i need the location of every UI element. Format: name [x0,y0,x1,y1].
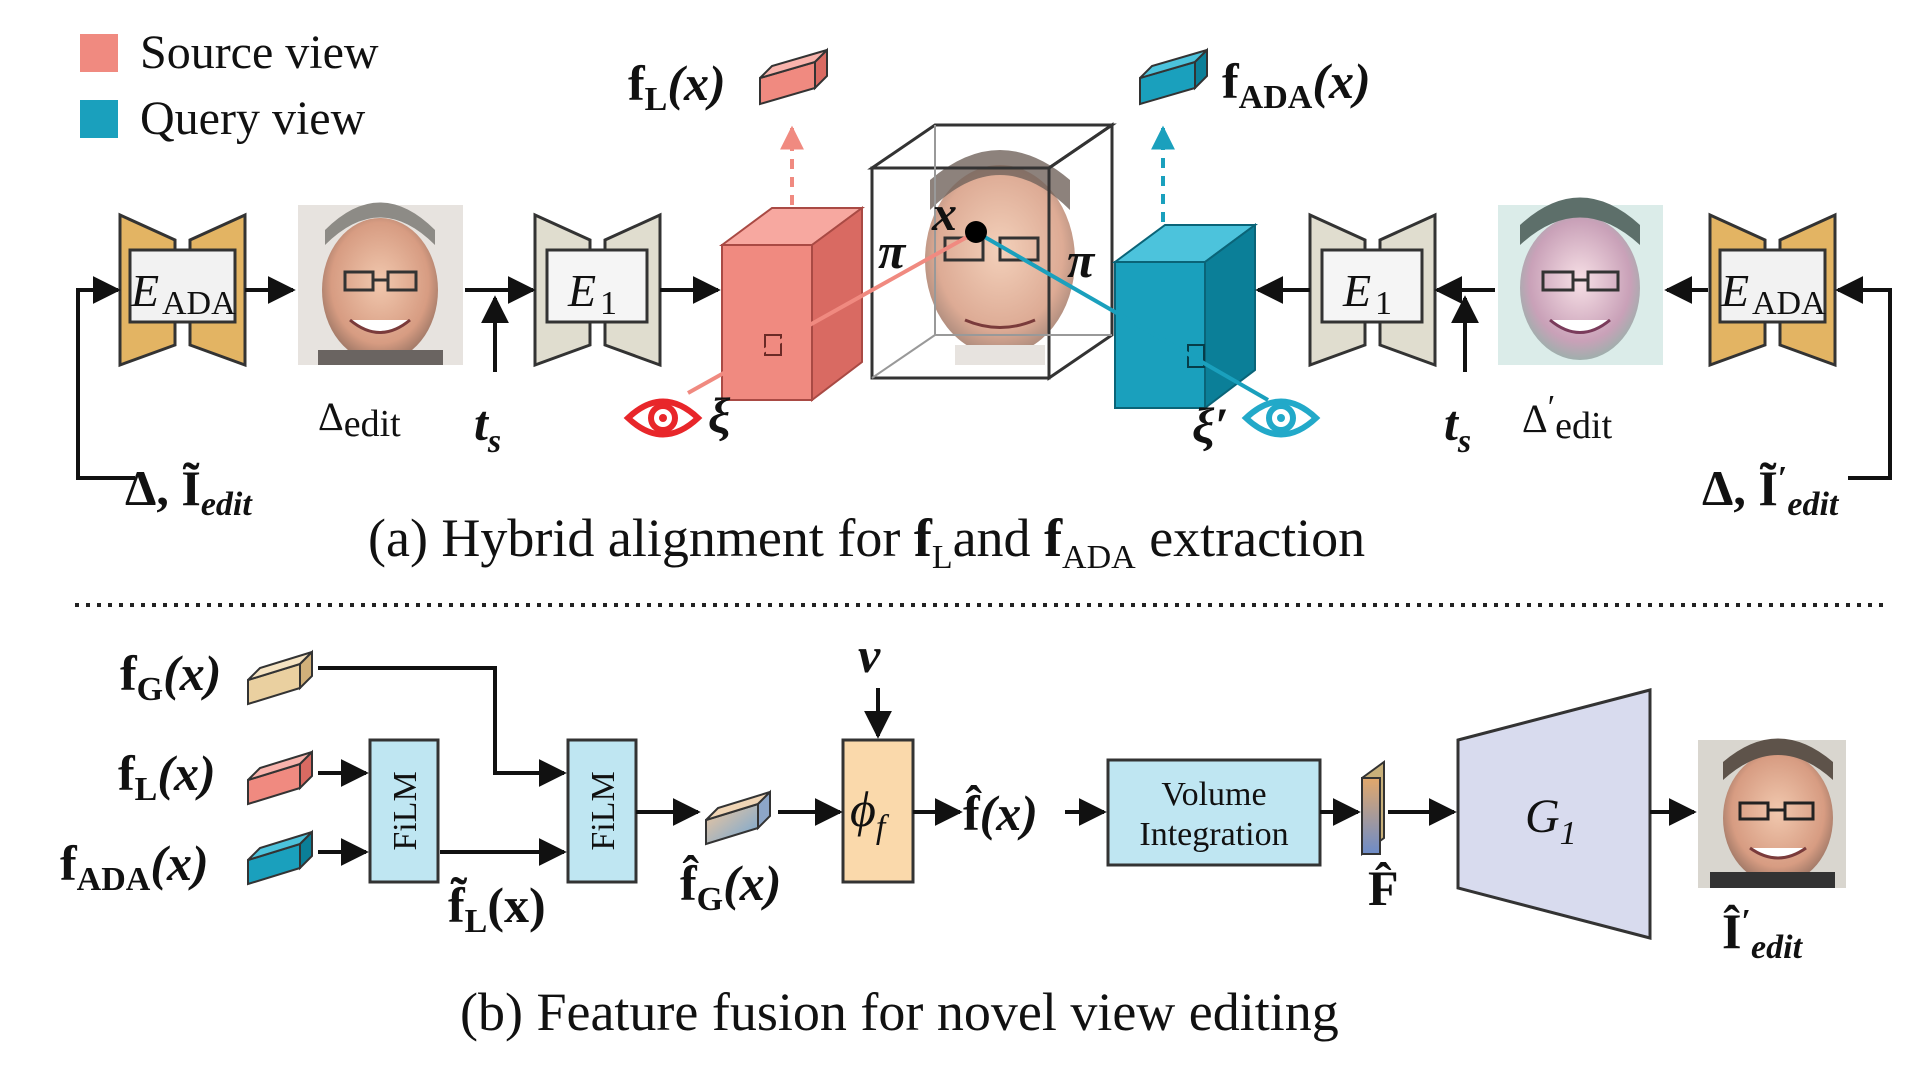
encoder-ada-left: E ADA [118,212,247,368]
fada-feature-token [1139,47,1208,106]
film-block-1: FiLM [368,738,440,884]
source-ray [687,230,977,395]
output-label: Î′edit [1722,903,1804,966]
encoder-ada-right-base: E [1720,265,1749,316]
encoder-1-right-base: E [1342,265,1371,316]
query-eye-icon [1241,398,1321,438]
sample-point-label: x [931,185,957,241]
encoder-ada-left-base: E [130,265,159,316]
fada-input-feature-token [247,829,313,886]
phi-mlp-block: ϕf [841,738,915,884]
bottom-fl-label: fL(x) [118,745,216,808]
caption-b: (b) Feature fusion for novel view editin… [460,982,1339,1042]
pi-right-label: π [1067,232,1096,288]
generator-block: G1 [1456,688,1652,940]
input-left-label: Δ, Ĩedit [125,460,253,523]
delta-edit-prime-image [1498,197,1663,365]
query-feature-volume [1111,223,1259,411]
film-block-2-label: FiLM [585,771,622,850]
source-eye-icon [623,398,703,438]
f-hat-plane-label: F̂ [1368,860,1399,916]
legend-query-label: Query view [140,92,366,145]
xi-prime-label: ξ′ [1192,397,1229,453]
ts-right-label: ts [1444,395,1471,460]
top-fada-label: fADA(x) [1222,53,1371,116]
bottom-connectors [318,666,1697,866]
fl-feature-token [759,47,828,106]
volume-integration-block: Volume Integration [1106,758,1322,867]
delta-edit-label: Δedit [318,394,401,445]
fl-input-feature-token [247,749,313,806]
feature-plane [1361,760,1385,856]
encoder-ada-right: E ADA [1708,212,1837,368]
xi-label: ξ [708,387,731,443]
encoder-1-left-base: E [567,265,596,316]
source-feature-volume [718,206,866,403]
top-connectors [76,276,1892,480]
pi-left-label: π [878,223,907,279]
legend-query-swatch [80,100,118,138]
top-fl-label: fL(x) [628,55,726,118]
delta-edit-prime-label: Δ′edit [1522,389,1613,447]
output-face-image [1698,738,1846,888]
volume-integration-line2: Integration [1139,816,1288,853]
encoder-1-left: E 1 [533,212,662,368]
encoder-1-right-sub: 1 [1375,285,1392,322]
fg-feature-token [247,649,313,706]
volume-integration-line1: Volume [1161,776,1266,813]
delta-edit-image [298,202,463,365]
encoder-ada-right-sub: ADA [1752,285,1826,322]
encoder-1-left-sub: 1 [600,285,617,322]
legend-source-label: Source view [140,26,379,79]
encoder-1-right: E 1 [1308,212,1437,368]
caption-a: (a) Hybrid alignment for fLand fADA extr… [368,508,1365,576]
query-ray [975,230,1269,402]
bottom-fada-label: fADA(x) [60,835,209,898]
encoder-ada-left-sub: ADA [162,285,236,322]
input-right-label: Δ, Ĩ′edit [1702,460,1840,523]
fg-hat-label: f̂G(x) [680,854,781,918]
bottom-fg-label: fG(x) [120,645,221,708]
f-hat-label: f̂(x) [963,784,1038,841]
center-scene-box [867,122,1117,381]
fg-hat-feature-token [705,789,771,846]
fl-tilde-label: f̃L(x) [448,876,546,940]
legend-source-swatch [80,34,118,72]
sample-point [965,221,987,243]
ts-left-label: ts [474,395,501,460]
view-direction-label: v [858,627,881,683]
film-block-1-label: FiLM [387,771,424,850]
legend: Source view Query view [80,26,379,145]
generator-label: G1 [1525,790,1577,852]
film-block-2: FiLM [566,738,638,884]
